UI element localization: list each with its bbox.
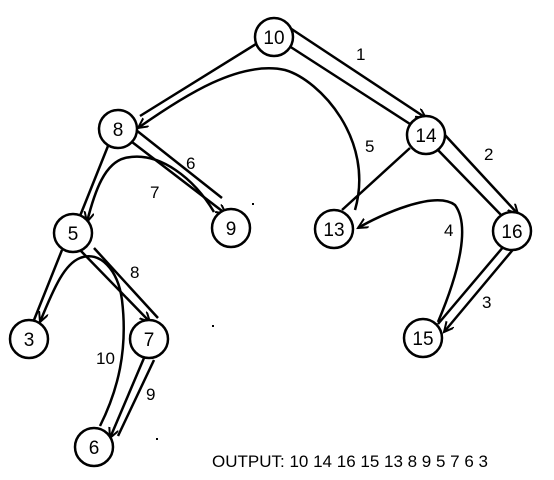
edge-7-6: [110, 357, 146, 438]
step-label-2: 2: [484, 145, 493, 164]
node-3: 3: [8, 318, 50, 360]
node-label: 14: [415, 126, 437, 147]
node-13: 13: [313, 208, 355, 250]
node-label: 8: [113, 120, 124, 141]
node-label: 16: [501, 222, 522, 243]
step-label-6: 6: [186, 154, 195, 173]
node-15: 15: [402, 317, 444, 359]
edge-8-9: [131, 141, 226, 214]
node-5: 5: [52, 212, 94, 254]
node-label: 3: [24, 330, 35, 351]
edge-8-9-b: [135, 129, 223, 199]
edge-7-6-b: [116, 359, 156, 437]
edge-5-3: [32, 249, 64, 321]
edge-10-14: [289, 26, 426, 118]
step-label-8: 8: [130, 263, 139, 282]
edge-16-15: [444, 245, 517, 332]
step-label-4: 4: [444, 221, 453, 240]
tree-edges: [32, 26, 518, 438]
tree-nodes: 10 8 14 5 9 13 16 3: [8, 16, 533, 468]
edge-10-8: [139, 42, 257, 118]
output-sequence: 10 14 16 15 13 8 9 5 7 6 3: [289, 452, 488, 471]
edge-10-8-curve: [138, 67, 361, 211]
edge-5-7-b: [93, 247, 159, 319]
node-16: 16: [491, 210, 533, 252]
output-label: OUTPUT:: [212, 452, 285, 471]
dot: [212, 325, 214, 327]
output-line: OUTPUT: 10 14 16 15 13 8 9 5 7 6 3: [212, 452, 488, 472]
step-label-10: 10: [96, 349, 115, 368]
node-label: 15: [412, 329, 433, 350]
edge-10-14-return: [285, 42, 411, 126]
edge-14-16-b: [435, 147, 505, 219]
node-9: 9: [210, 207, 252, 249]
step-label-3: 3: [482, 293, 491, 312]
node-6: 6: [73, 426, 115, 468]
step-label-9: 9: [146, 385, 155, 404]
node-14: 14: [405, 114, 447, 156]
dot: [156, 438, 158, 440]
traversal-steps: 1 2 3 4 5 6 7 8 9 10: [96, 45, 493, 404]
dot: [252, 203, 254, 205]
step-label-1: 1: [356, 45, 365, 64]
node-label: 5: [68, 224, 79, 245]
edge-6-3: [40, 255, 125, 427]
edge-16-15-b: [437, 245, 505, 325]
node-7: 7: [128, 318, 170, 360]
edge-5-7: [79, 249, 150, 322]
node-8: 8: [97, 108, 139, 150]
node-label: 7: [144, 330, 155, 351]
edge-14-16: [443, 133, 518, 214]
node-label: 6: [89, 438, 100, 459]
node-label: 9: [226, 219, 237, 240]
step-label-5: 5: [365, 137, 374, 156]
node-10: 10: [253, 16, 295, 58]
node-label: 10: [263, 28, 284, 49]
edge-9-5: [87, 155, 216, 222]
edge-14-13: [341, 147, 411, 211]
stray-dots: [156, 203, 254, 440]
edge-8-5: [78, 145, 110, 217]
edge-15-13: [358, 199, 464, 323]
node-label: 13: [323, 220, 344, 241]
step-label-7: 7: [150, 183, 159, 202]
